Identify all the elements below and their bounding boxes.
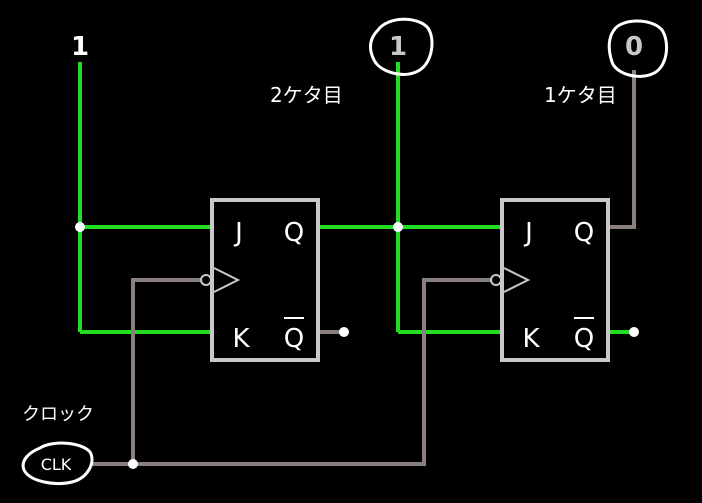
input-mid-value: 1 [389, 32, 407, 62]
junctions [75, 222, 639, 469]
high-wires [78, 62, 634, 334]
junction-dot [75, 222, 85, 232]
clock-input-outline[interactable] [21, 441, 94, 485]
junction-dot [393, 222, 403, 232]
annotation-digit1: 1ケタ目 [544, 83, 617, 107]
clock-input-label: CLK [41, 455, 72, 474]
annotation-clock: クロック [22, 404, 94, 425]
flipflop-body [210, 198, 320, 362]
pin-q: Q [574, 218, 594, 248]
pin-q: Q [284, 218, 304, 248]
input-left-value: 1 [71, 32, 89, 62]
pin-j: J [233, 218, 243, 248]
wire-clock-ff1 [131, 278, 202, 464]
handdrawn-circle [369, 17, 434, 76]
clock-triangle-icon [213, 267, 241, 293]
clock-inverter-bubble [490, 274, 502, 286]
flipflop-1: J Q K Q [200, 198, 320, 362]
pin-k: K [522, 324, 540, 354]
clock-triangle-icon [503, 267, 531, 293]
pin-k: K [232, 324, 250, 354]
pin-qbar: Q [284, 324, 304, 354]
wire-ff2-q-out [608, 70, 636, 229]
handdrawn-circle [607, 19, 669, 78]
terminal-dot [629, 327, 639, 337]
terminal-dot [339, 327, 349, 337]
low-wires [86, 70, 636, 466]
clock-inverter-bubble [200, 274, 212, 286]
wire-clock-main [86, 278, 494, 466]
annotation-digit2: 2ケタ目 [270, 83, 343, 107]
pin-j: J [523, 218, 533, 248]
output-right-value: 0 [625, 32, 643, 62]
pin-qbar: Q [574, 324, 594, 354]
flipflop-2: J Q K Q [490, 198, 610, 362]
junction-dot [128, 459, 138, 469]
